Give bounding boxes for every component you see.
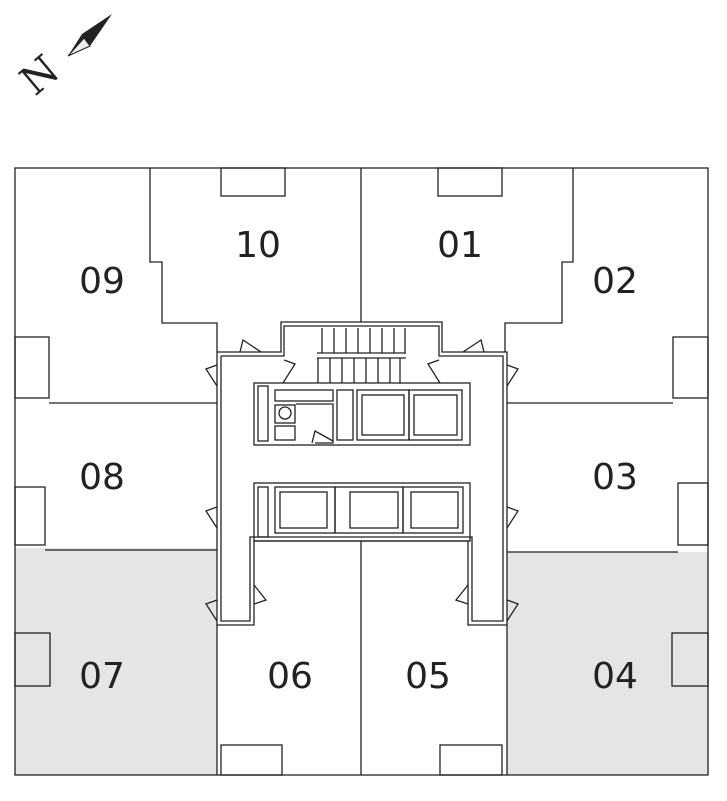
unit-label-01: 01	[437, 225, 483, 266]
unit-label-03: 03	[592, 457, 638, 498]
unit-07-shading	[15, 548, 217, 775]
unit-label-02: 02	[592, 261, 638, 302]
north-label: N	[12, 47, 68, 105]
unit-label-10: 10	[235, 225, 281, 266]
unit-label-08: 08	[79, 457, 125, 498]
north-arrow-icon: N	[12, 14, 112, 105]
unit-label-04: 04	[592, 656, 638, 697]
unit-label-06: 06	[267, 656, 313, 697]
unit-04-shading	[507, 552, 708, 775]
walls	[14, 167, 709, 776]
unit-label-05: 05	[405, 656, 451, 697]
unit-label-09: 09	[79, 261, 125, 302]
unit-label-07: 07	[79, 656, 125, 697]
